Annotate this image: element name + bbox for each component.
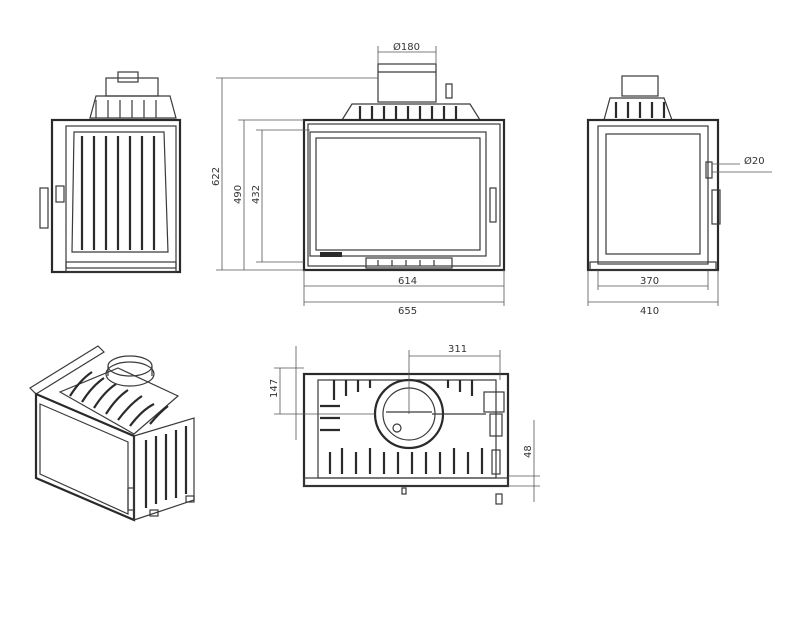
dim-overall-height: 622 [211, 167, 222, 186]
left-side-view [39, 71, 182, 274]
dim-top-depth: 147 [269, 379, 280, 398]
dim-top-small: 48 [523, 445, 534, 458]
dim-front-width-inner: 614 [398, 276, 417, 287]
dim-door-height: 490 [233, 185, 244, 204]
right-side-view [586, 75, 721, 272]
dim-top-offset: 311 [448, 344, 467, 355]
right-dimensions: Ø20 370 410 [587, 155, 772, 317]
dim-side-depth-inner: 370 [640, 276, 659, 287]
front-dimensions: Ø180 622 490 432 614 655 [211, 41, 505, 317]
dim-handle-diameter: Ø20 [744, 155, 765, 167]
dim-front-width-outer: 655 [398, 306, 417, 317]
isometric-view [29, 345, 195, 522]
top-view [302, 372, 510, 505]
front-view [302, 63, 506, 272]
dim-side-depth-outer: 410 [640, 306, 659, 317]
dim-flue-diameter: Ø180 [393, 41, 420, 53]
dim-glass-height: 432 [251, 185, 262, 204]
top-dimensions: 311 147 48 [269, 344, 540, 502]
